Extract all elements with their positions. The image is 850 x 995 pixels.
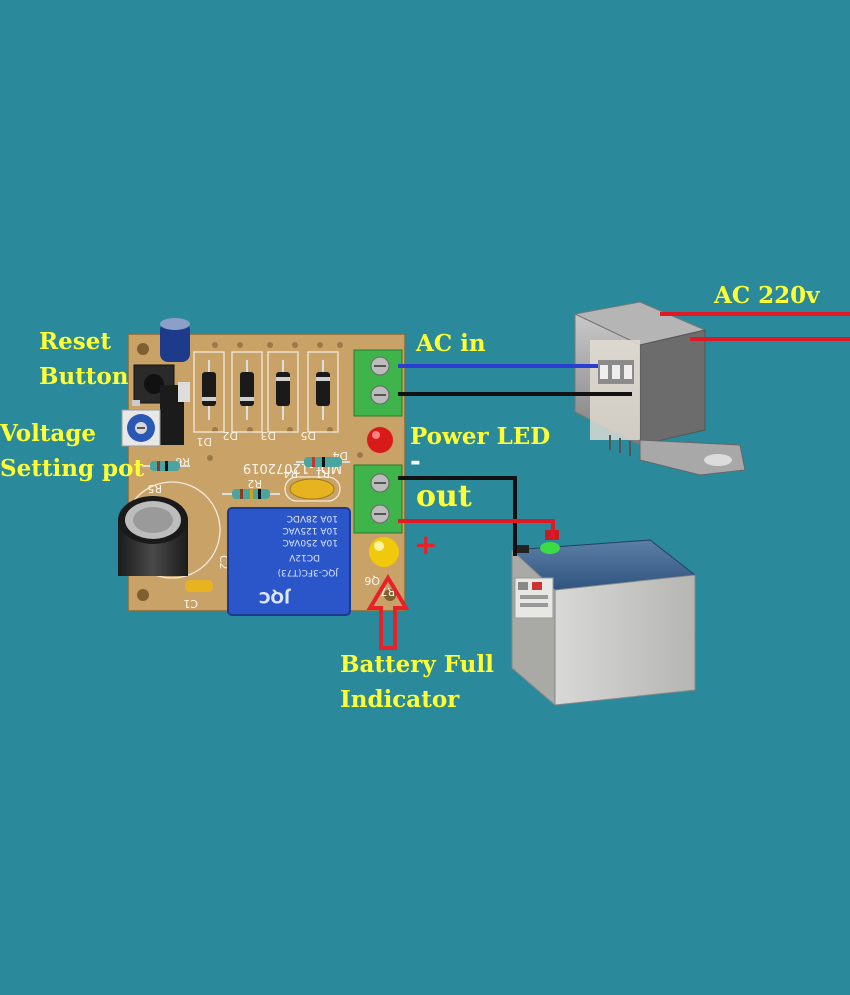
relay-line-2: DC12V [288, 552, 320, 562]
wires [398, 312, 850, 556]
label-reset-line2: Button [39, 363, 129, 390]
label-minus: - [410, 447, 421, 477]
small-capacitor [160, 318, 190, 362]
diode-d1 [202, 360, 216, 420]
silk-d3: D3 [261, 429, 276, 442]
silk-r1: R1 [315, 467, 330, 480]
battery [510, 530, 697, 707]
label-battery-line2: Indicator [340, 686, 460, 713]
indicator-arrow [366, 574, 410, 650]
terminal-ac-in [353, 349, 403, 417]
diode-d3 [276, 360, 290, 420]
silk-q6: Q6 [364, 574, 380, 587]
silk-r4: R4 [283, 467, 298, 480]
relay-brand: JQC [259, 588, 291, 607]
terminal-out [353, 464, 403, 534]
diode-d5 [316, 360, 330, 420]
label-reset-line1: Reset [39, 328, 111, 355]
transformer [573, 301, 746, 476]
relay-line-4: 10A 125VAC [282, 525, 338, 535]
relay: JQC JQC-3FC(T73) DC12V 10A 250VAC 10A 12… [227, 507, 351, 616]
silk-d5: D5 [301, 429, 316, 442]
silk-r2: R2 [247, 477, 262, 490]
silk-c2: C2 [217, 555, 230, 570]
trim-potentiometer [121, 409, 161, 447]
label-ac-220v: AC 220v [714, 282, 820, 309]
resistor-r1 [296, 457, 350, 467]
label-battery-line1: Battery Full [340, 651, 494, 678]
label-voltage-line2: Setting pot [0, 455, 145, 482]
resistor-r6 [142, 461, 190, 471]
yellow-capacitor [185, 580, 213, 592]
silk-d1: D1 [197, 435, 212, 448]
relay-line-1: JQC-3FC(T73) [278, 567, 339, 577]
label-plus: + [414, 528, 438, 561]
wire-out-black [398, 476, 517, 556]
label-voltage-line1: Voltage [0, 420, 97, 447]
label-ac-in: AC in [416, 330, 486, 357]
transistor [160, 382, 190, 445]
power-led [367, 427, 393, 453]
relay-line-5: 10A 28VDC [287, 513, 338, 523]
label-power-led: Power LED [410, 423, 551, 450]
resistor-r2 [222, 489, 280, 499]
silk-c1: C1 [183, 597, 198, 610]
electrolytic-capacitor [118, 496, 188, 576]
battery-full-led [369, 537, 399, 567]
relay-line-3: 10A 250VAC [282, 537, 338, 547]
silk-r5: R5 [147, 482, 162, 495]
label-out: out [416, 479, 472, 514]
ceramic-capacitor [289, 478, 335, 500]
diode-d2 [240, 360, 254, 420]
silk-d2: D2 [223, 429, 238, 442]
wire-out-red [398, 519, 555, 538]
